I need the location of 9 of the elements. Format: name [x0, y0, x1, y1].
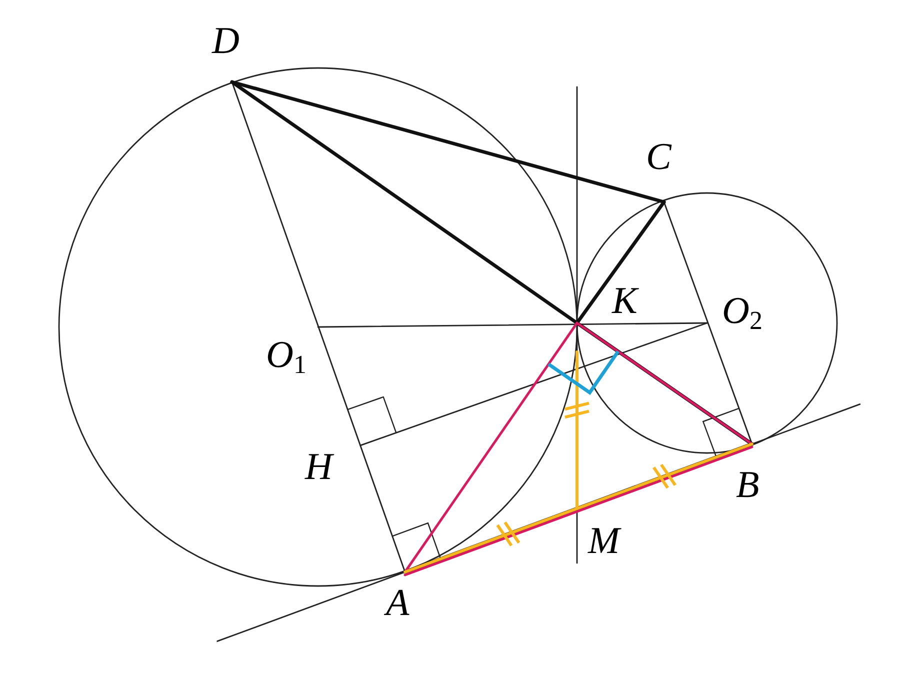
point-label: B	[736, 466, 760, 504]
point-label: O$_{2}$	[722, 292, 762, 334]
point-label: O$_{1}$	[266, 336, 306, 378]
point-label: K	[612, 282, 638, 320]
point-label: A	[386, 584, 410, 622]
point-label: C	[646, 138, 672, 176]
point-label: D	[212, 22, 240, 60]
point-label: H	[305, 448, 332, 486]
point-label: M	[588, 522, 620, 560]
